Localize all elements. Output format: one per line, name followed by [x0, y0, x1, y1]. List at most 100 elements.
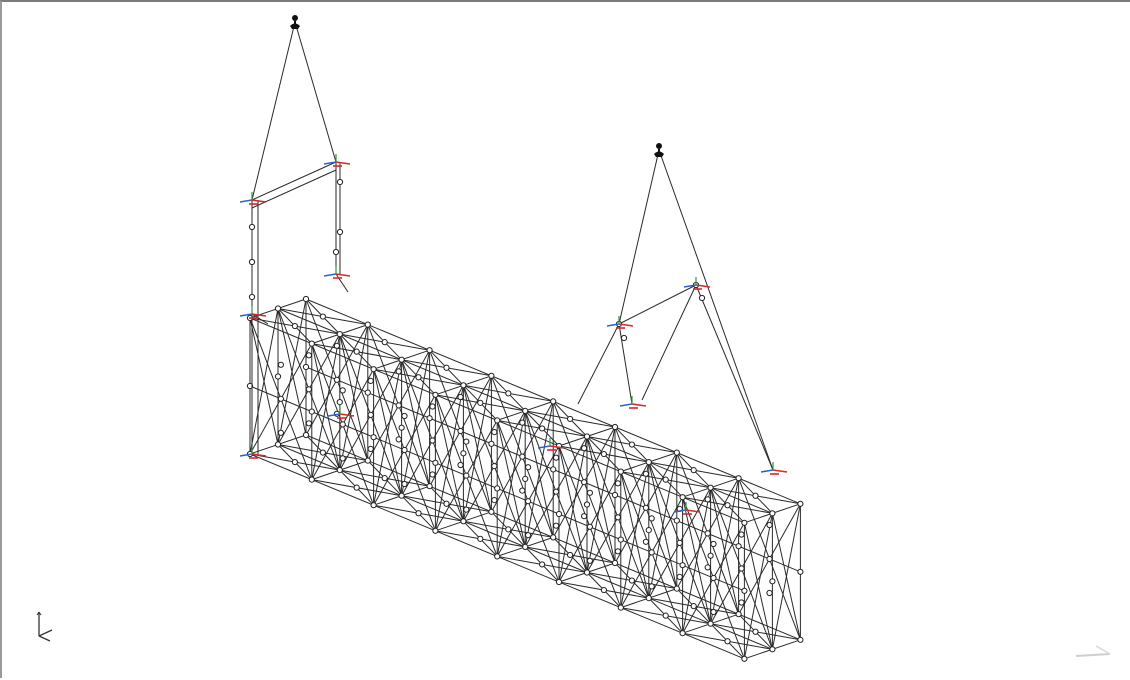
node-icon[interactable] [505, 390, 512, 397]
node-icon[interactable] [274, 373, 282, 380]
node-icon[interactable] [583, 501, 591, 508]
node-icon[interactable] [339, 421, 346, 428]
node-icon[interactable] [735, 611, 742, 618]
node-icon[interactable] [525, 464, 532, 471]
node-icon[interactable] [291, 322, 298, 330]
node-icon[interactable] [519, 487, 526, 494]
sling-line[interactable] [618, 149, 660, 325]
node-icon[interactable] [581, 445, 588, 452]
transverse-brace[interactable] [311, 343, 341, 471]
node-icon[interactable] [381, 339, 388, 346]
node-icon[interactable] [766, 521, 773, 529]
node-icon[interactable] [662, 476, 669, 483]
node-icon[interactable] [395, 402, 402, 409]
node-icon[interactable] [302, 295, 310, 303]
node-icon[interactable] [291, 458, 298, 466]
node-icon[interactable] [460, 382, 467, 389]
node-icon[interactable] [707, 552, 714, 559]
node-icon[interactable] [555, 578, 563, 586]
node-icon[interactable] [494, 485, 501, 492]
node-icon[interactable] [332, 248, 340, 256]
node-icon[interactable] [600, 586, 608, 594]
node-icon[interactable] [797, 568, 804, 575]
node-icon[interactable] [620, 334, 628, 342]
node-icon[interactable] [395, 436, 402, 443]
transverse-brace[interactable] [524, 410, 554, 538]
node-icon[interactable] [724, 502, 731, 509]
transverse-brace[interactable] [434, 394, 464, 522]
node-icon[interactable] [583, 569, 591, 576]
node-icon[interactable] [539, 425, 546, 432]
node-icon[interactable] [704, 564, 711, 571]
node-icon[interactable] [277, 361, 284, 368]
node-icon[interactable] [797, 636, 804, 643]
node-icon[interactable] [519, 419, 526, 426]
node-icon[interactable] [567, 551, 574, 559]
node-icon[interactable] [679, 494, 686, 501]
node-icon[interactable] [308, 340, 315, 347]
node-icon[interactable] [642, 538, 650, 545]
node-icon[interactable] [698, 294, 706, 302]
node-icon[interactable] [583, 433, 591, 440]
transverse-brace[interactable] [496, 420, 526, 548]
node-icon[interactable] [586, 557, 594, 564]
node-icon[interactable] [336, 467, 343, 474]
node-icon[interactable] [443, 500, 450, 507]
node-icon[interactable] [741, 655, 748, 662]
lifting-link[interactable] [251, 313, 269, 325]
node-icon[interactable] [673, 585, 680, 592]
node-icon[interactable] [463, 438, 470, 445]
transverse-brace[interactable] [558, 445, 588, 573]
transverse-brace[interactable] [277, 308, 307, 436]
node-icon[interactable] [586, 523, 594, 530]
node-icon[interactable] [248, 293, 256, 301]
node-icon[interactable] [673, 449, 680, 456]
node-icon[interactable] [336, 399, 343, 406]
node-icon[interactable] [364, 321, 371, 328]
node-icon[interactable] [488, 508, 495, 515]
node-icon[interactable] [248, 258, 256, 266]
node-icon[interactable] [704, 496, 711, 503]
node-icon[interactable] [370, 366, 377, 373]
transverse-brace[interactable] [771, 513, 801, 640]
node-icon[interactable] [690, 467, 697, 474]
node-icon[interactable] [367, 411, 374, 418]
node-icon[interactable] [415, 510, 422, 517]
node-icon[interactable] [398, 424, 405, 431]
node-icon[interactable] [707, 620, 714, 627]
node-icon[interactable] [505, 526, 512, 533]
sling-leg[interactable] [577, 323, 620, 405]
node-icon[interactable] [248, 223, 256, 231]
node-icon[interactable] [302, 363, 310, 371]
node-icon[interactable] [432, 527, 439, 534]
node-icon[interactable] [735, 475, 742, 482]
node-icon[interactable] [426, 483, 433, 490]
node-icon[interactable] [662, 612, 669, 619]
node-icon[interactable] [648, 515, 655, 522]
node-icon[interactable] [628, 577, 636, 584]
node-icon[interactable] [460, 518, 467, 525]
transverse-brace[interactable] [401, 359, 431, 487]
support-marker-icon[interactable] [239, 192, 267, 205]
transverse-brace[interactable] [339, 333, 369, 461]
node-icon[interactable] [308, 476, 315, 483]
node-icon[interactable] [457, 427, 464, 435]
node-icon[interactable] [432, 459, 439, 466]
transverse-brace[interactable] [373, 369, 403, 496]
support-marker-icon[interactable] [323, 266, 351, 279]
node-icon[interactable] [333, 376, 340, 383]
node-icon[interactable] [443, 364, 450, 371]
node-icon[interactable] [676, 539, 683, 547]
node-icon[interactable] [398, 356, 405, 363]
node-icon[interactable] [395, 368, 402, 375]
node-icon[interactable] [617, 468, 624, 475]
node-icon[interactable] [305, 386, 312, 393]
node-icon[interactable] [353, 348, 360, 355]
sling-line[interactable] [294, 21, 337, 163]
support-marker-icon[interactable] [606, 316, 634, 329]
spreader-member[interactable] [251, 161, 337, 201]
node-icon[interactable] [336, 331, 343, 338]
lifting-link[interactable] [335, 273, 349, 293]
support-marker-icon[interactable] [239, 306, 267, 319]
